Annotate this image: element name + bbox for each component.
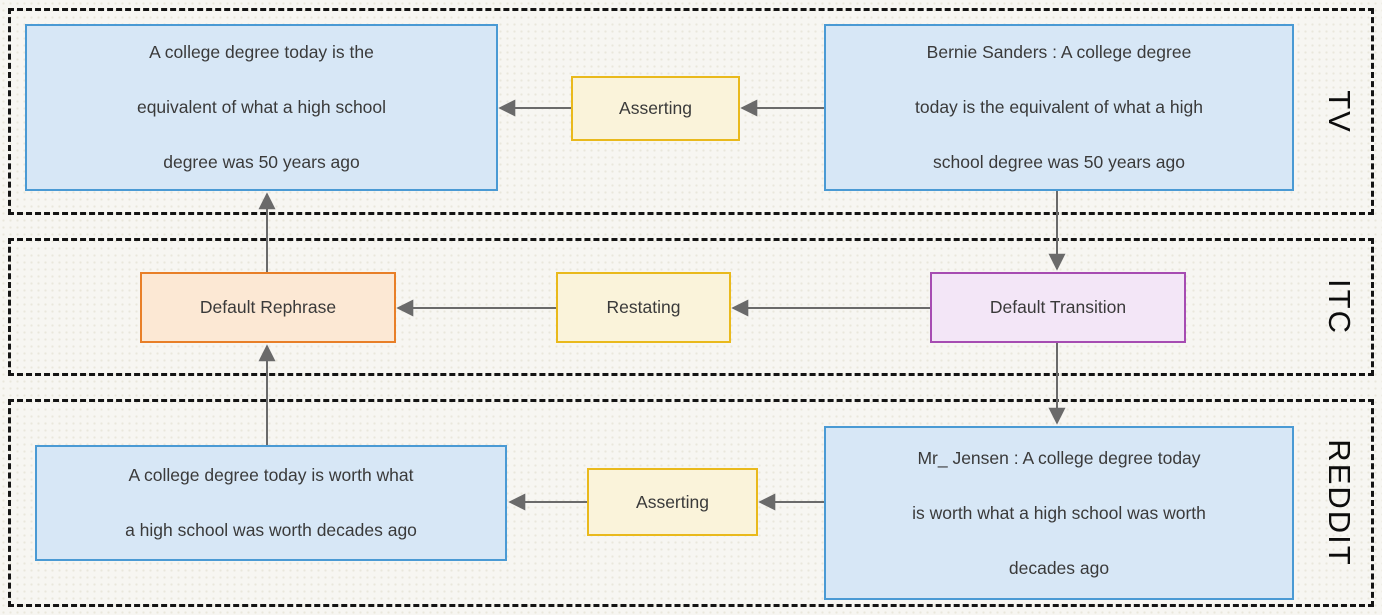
node-default-transition: Default Transition [930,272,1186,343]
node-tv-source-text: Bernie Sanders : A college degree today … [915,42,1203,172]
node-restating-text: Restating [606,297,681,317]
node-tv-asserting: Asserting [571,76,740,141]
node-reddit-source-text: Mr_ Jensen : A college degree today is w… [912,447,1206,578]
node-tv-claim: A college degree today is the equivalent… [25,24,498,191]
lane-label-tv: TV [1322,89,1357,134]
lane-tv: TV [8,8,1374,215]
node-default-transition-text: Default Transition [989,297,1127,317]
node-tv-source: Bernie Sanders : A college degree today … [824,24,1294,191]
lane-reddit: REDDIT [8,399,1374,607]
node-reddit-asserting: Asserting [587,468,758,536]
node-reddit-source: Mr_ Jensen : A college degree today is w… [824,426,1294,600]
lane-label-reddit: REDDIT [1322,439,1357,567]
node-restating: Restating [556,272,731,343]
node-tv-asserting-text: Asserting [619,98,692,118]
lane-label-itc: ITC [1322,279,1357,335]
node-tv-claim-text: A college degree today is the equivalent… [136,42,387,172]
lane-itc: ITC [8,238,1374,376]
node-default-rephrase: Default Rephrase [140,272,396,343]
node-reddit-asserting-text: Asserting [636,491,709,512]
node-default-rephrase-text: Default Rephrase [199,297,337,317]
node-reddit-claim-text: A college degree today is worth what a h… [125,465,417,540]
node-reddit-claim: A college degree today is worth what a h… [35,445,507,561]
